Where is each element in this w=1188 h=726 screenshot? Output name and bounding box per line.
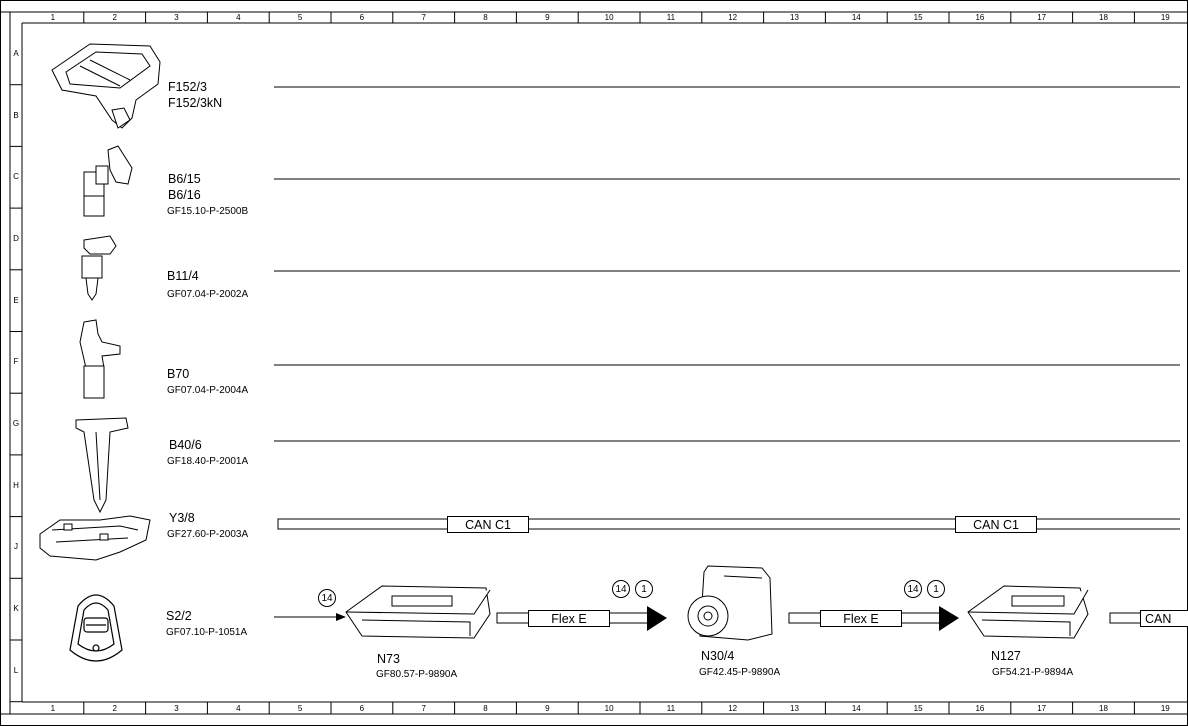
column-number: 17 — [1037, 704, 1047, 713]
n127-module-illustration — [967, 585, 1089, 639]
b11-sensor-illustration — [81, 235, 117, 301]
marker-14-link2: 14 — [904, 580, 922, 598]
n73-module-illustration — [345, 585, 491, 639]
row-letter: E — [13, 295, 19, 305]
column-number: 4 — [236, 13, 241, 22]
s2-switch-illustration — [69, 594, 123, 662]
label-s2-2: S2/2 — [166, 609, 192, 623]
ref-s2: GF07.10-P-1051A — [166, 627, 248, 638]
can-label-cut: CAN — [1140, 610, 1188, 627]
column-number: 10 — [604, 704, 614, 713]
marker-14-input: 14 — [318, 589, 336, 607]
b70-sensor-illustration — [79, 319, 121, 399]
flex-e-label-2: Flex E — [820, 610, 902, 627]
label-n73: N73 — [377, 652, 400, 666]
can-c1-label-right: CAN C1 — [955, 516, 1037, 533]
column-number: 5 — [297, 13, 303, 22]
column-number: 1 — [50, 704, 56, 713]
column-number: 4 — [236, 704, 241, 713]
ref-n73: GF80.57-P-9890A — [376, 669, 458, 680]
row-letter: H — [13, 480, 19, 490]
marker-14-link1: 14 — [612, 580, 630, 598]
f152-unit-illustration — [51, 43, 161, 129]
column-number: 11 — [666, 13, 676, 22]
column-number: 5 — [297, 704, 303, 713]
can-c1-label-left: CAN C1 — [447, 516, 529, 533]
column-number: 9 — [545, 704, 550, 713]
column-number: 8 — [483, 13, 488, 22]
column-number: 2 — [112, 13, 117, 22]
row-letter: B — [13, 110, 19, 120]
row-letter: J — [14, 542, 18, 552]
label-f152-3: F152/3 — [168, 80, 207, 94]
column-number: 13 — [790, 13, 799, 22]
label-b70: B70 — [167, 367, 190, 381]
label-n30-4: N30/4 — [701, 649, 735, 663]
column-number: 18 — [1099, 704, 1108, 713]
column-number: 2 — [112, 704, 117, 713]
y3-valvebody-illustration — [39, 515, 151, 561]
ref-b40: GF18.40-P-2001A — [167, 456, 249, 467]
row-letter: D — [13, 233, 19, 243]
column-number: 11 — [666, 704, 676, 713]
label-b6-16: B6/16 — [168, 188, 201, 202]
column-number: 14 — [851, 704, 861, 713]
marker-1-link2: 1 — [927, 580, 945, 598]
ref-n30-4: GF42.45-P-9890A — [699, 667, 781, 678]
column-number: 12 — [728, 13, 738, 22]
b40-sensor-illustration — [75, 417, 129, 514]
ref-b70: GF07.04-P-2004A — [167, 385, 249, 396]
label-b11-4: B11/4 — [167, 269, 199, 283]
column-number: 12 — [728, 704, 738, 713]
label-b6-15: B6/15 — [168, 172, 201, 186]
ref-b11: GF07.04-P-2002A — [167, 289, 249, 300]
b6-sensor-illustration — [83, 145, 133, 217]
column-number: 1 — [50, 13, 56, 22]
column-number: 19 — [1160, 704, 1170, 713]
row-letter: A — [13, 48, 19, 58]
flex-e-label-1: Flex E — [528, 610, 610, 627]
marker-1-link1: 1 — [635, 580, 653, 598]
column-number: 3 — [174, 704, 179, 713]
column-number: 3 — [174, 13, 179, 22]
row-letter: C — [13, 172, 19, 182]
column-number: 13 — [790, 704, 799, 713]
label-f152-3kn: F152/3kN — [168, 96, 223, 110]
ref-y3: GF27.60-P-2003A — [167, 529, 249, 540]
column-number: 7 — [421, 13, 426, 22]
label-b40-6: B40/6 — [169, 438, 202, 452]
n304-unit-illustration — [687, 565, 773, 641]
column-number: 14 — [851, 13, 861, 22]
column-number: 16 — [975, 704, 985, 713]
column-number: 8 — [483, 704, 488, 713]
ref-b6: GF15.10-P-2500B — [167, 206, 249, 217]
column-number: 15 — [913, 704, 923, 713]
column-number: 18 — [1099, 13, 1108, 22]
column-number: 19 — [1160, 13, 1170, 22]
column-number: 16 — [975, 13, 985, 22]
column-number: 7 — [421, 704, 426, 713]
row-letter: G — [12, 419, 20, 429]
row-letter: F — [13, 357, 19, 367]
column-number: 9 — [545, 13, 550, 22]
column-number: 6 — [359, 704, 365, 713]
column-number: 17 — [1037, 13, 1047, 22]
label-n127: N127 — [991, 649, 1021, 663]
ref-n127: GF54.21-P-9894A — [992, 667, 1074, 678]
row-letter: L — [13, 665, 19, 675]
row-letter: K — [13, 604, 19, 614]
label-y3-8: Y3/8 — [169, 511, 195, 525]
column-number: 6 — [359, 13, 365, 22]
column-number: 15 — [913, 13, 923, 22]
column-number: 10 — [604, 13, 614, 22]
